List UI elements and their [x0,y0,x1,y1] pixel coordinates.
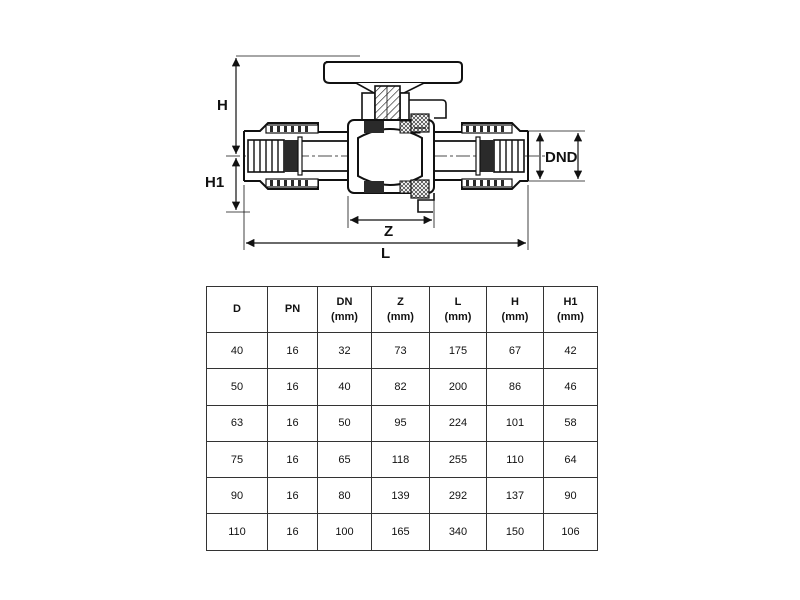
cell-d: 75 [206,440,268,479]
cell-h: 101 [486,404,544,442]
table-row: 75 16 65 118 255 110 64 [206,440,598,479]
cell-z: 139 [371,477,430,515]
cell-h: 150 [486,513,544,551]
header-dn-unit: (mm) [331,310,358,323]
cell-h1: 46 [543,368,598,406]
dimension-h: H [217,55,360,154]
cell-h1: 42 [543,331,598,370]
cell-dn: 40 [317,368,372,406]
cell-h1: 90 [543,477,598,515]
valve-handle [323,61,463,122]
dimension-h-label: H [217,97,228,114]
cell-pn: 16 [267,404,318,442]
dimension-dnd-label: DND [545,149,578,166]
table-row: 90 16 80 139 292 137 90 [206,477,598,515]
cell-pn: 16 [267,513,318,551]
header-d-label: D [233,303,241,315]
table-body: 40 16 32 73 175 67 42 50 16 40 82 200 86… [206,331,598,551]
cell-pn: 16 [267,440,318,479]
cell-dn: 65 [317,440,372,479]
cell-z: 82 [371,368,430,406]
cell-dn: 100 [317,513,372,551]
cell-dn: 50 [317,404,372,442]
dimension-z-label: Z [384,223,393,240]
valve-ball [357,113,430,199]
table-header-row: D PN DN (mm) Z (mm) L (mm) H (mm) H1 (mm) [206,286,598,333]
header-pn: PN [267,286,318,333]
dimension-table: D PN DN (mm) Z (mm) L (mm) H (mm) H1 (mm) 40 … [206,286,598,551]
dimension-h1-label: H1 [205,174,224,191]
cell-d: 110 [206,513,268,551]
header-h1-label: H1 [563,295,578,308]
cell-h: 110 [486,440,544,479]
table-header: D PN DN (mm) Z (mm) L (mm) H (mm) H1 (mm) [206,286,598,333]
header-l: L (mm) [429,286,487,333]
header-h: H (mm) [486,286,544,333]
cell-z: 165 [371,513,430,551]
header-z-unit: (mm) [387,310,414,323]
cell-l: 175 [429,331,487,370]
cell-z: 73 [371,331,430,370]
ball-valve-drawing: H H1 [205,55,585,262]
header-d: D [206,286,268,333]
cell-pn: 16 [267,477,318,515]
dimension-l: L [243,185,529,262]
header-dn-label: DN [336,295,353,308]
table-row: 110 16 100 165 340 150 106 [206,513,598,551]
header-z: Z (mm) [371,286,430,333]
header-h-unit: (mm) [501,310,529,323]
pipe-bore [300,140,480,172]
dimension-l-label: L [381,245,390,262]
cell-d: 40 [206,331,268,370]
table-row: 63 16 50 95 224 101 58 [206,404,598,442]
right-coupling [434,122,529,190]
cell-h1: 64 [543,440,598,479]
cell-l: 292 [429,477,487,515]
dimension-dnd: DND [528,130,585,182]
cell-d: 63 [206,404,268,442]
cell-l: 340 [429,513,487,551]
header-l-unit: (mm) [444,310,472,323]
cell-dn: 80 [317,477,372,515]
dimension-z: Z [347,196,435,240]
header-z-label: Z [397,295,404,308]
cell-h: 86 [486,368,544,406]
dimension-h1: H1 [205,158,250,213]
cell-d: 50 [206,368,268,406]
header-l-label: L [454,295,462,308]
cell-z: 118 [371,440,430,479]
cell-h1: 106 [543,513,598,551]
header-pn-label: PN [284,303,301,315]
header-h1-unit: (mm) [557,310,584,323]
cell-h: 137 [486,477,544,515]
cell-pn: 16 [267,368,318,406]
header-h-label: H [511,295,519,308]
cell-l: 255 [429,440,487,479]
table-row: 40 16 32 73 175 67 42 [206,331,598,370]
cell-l: 224 [429,404,487,442]
header-h1: H1 (mm) [543,286,598,333]
cell-h1: 58 [543,404,598,442]
table-row: 50 16 40 82 200 86 46 [206,368,598,406]
cell-l: 200 [429,368,487,406]
cell-z: 95 [371,404,430,442]
header-dn: DN (mm) [317,286,372,333]
cell-pn: 16 [267,331,318,370]
left-coupling [243,122,348,190]
cell-dn: 32 [317,331,372,370]
cell-d: 90 [206,477,268,515]
cell-h: 67 [486,331,544,370]
